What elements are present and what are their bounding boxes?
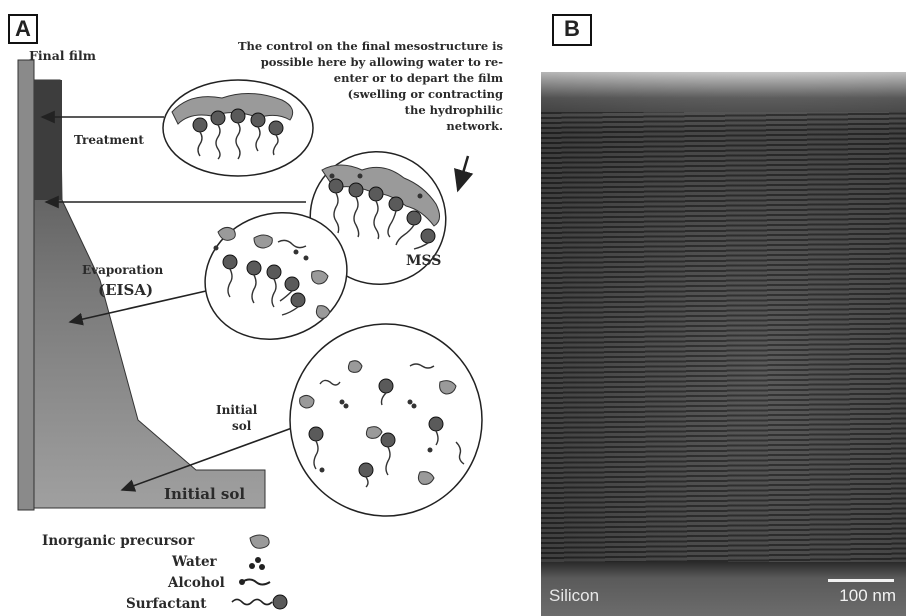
tem-micrograph: Silicon 100 nm — [541, 72, 906, 616]
water-icon — [249, 557, 265, 570]
scale-bar — [828, 579, 894, 582]
initial-sol-side-line-1: Initial — [216, 403, 257, 417]
inorganic-precursor-icon — [250, 535, 269, 548]
final-film-label: Final film — [29, 48, 96, 63]
mss-label: MSS — [406, 253, 441, 269]
alcohol-icon — [239, 579, 270, 585]
scale-bar-label: 100 nm — [839, 586, 896, 606]
note-line-1: The control on the final mesostructure i… — [173, 38, 503, 54]
initial-sol-ellipse — [290, 324, 482, 516]
surfactant-icon — [232, 595, 287, 609]
note-line-3: enter or to depart the film — [173, 70, 503, 86]
note-line-6: network. — [173, 118, 503, 134]
legend-water: Water — [172, 554, 217, 570]
arrow-note — [458, 156, 468, 190]
final-film-dark — [34, 80, 62, 200]
legend-inorganic-precursor: Inorganic precursor — [42, 533, 194, 549]
silicon-label: Silicon — [549, 586, 599, 606]
micrograph-shading — [541, 72, 906, 616]
evaporation-label: Evaporation — [82, 263, 163, 277]
note-line-2: possible here by allowing water to re- — [173, 54, 503, 70]
eisa-label: (EISA) — [98, 281, 153, 299]
legend-alcohol: Alcohol — [168, 575, 225, 591]
initial-sol-side-line-2: sol — [232, 419, 251, 433]
note-line-4: (swelling or contracting — [173, 86, 503, 102]
substrate-bar — [18, 60, 34, 510]
initial-sol-bottom-label: Initial sol — [164, 485, 245, 503]
legend-surfactant: Surfactant — [126, 596, 207, 612]
note-line-5: the hydrophilic — [173, 102, 503, 118]
mesostructure-note: The control on the final mesostructure i… — [173, 38, 503, 134]
panel-b-label: B — [552, 14, 592, 46]
treatment-label: Treatment — [74, 133, 144, 147]
